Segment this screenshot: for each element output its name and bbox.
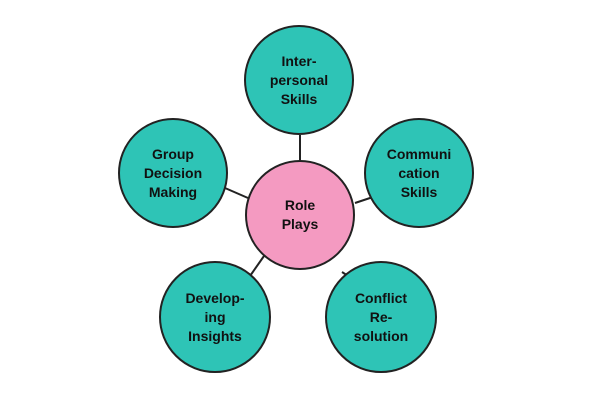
center-node-label: Role Plays [281,197,319,232]
node-label: Inter- personal Skills [269,52,329,107]
node-group-decision-making: Group Decision Making [118,118,228,228]
node-label: Develop- ing Insights [185,289,245,344]
node-communication-skills: Communi cation Skills [364,118,474,228]
center-node-role-plays: Role Plays [245,160,355,270]
node-label: Group Decision Making [143,145,203,200]
node-interpersonal-skills: Inter- personal Skills [244,25,354,135]
node-label: Communi cation Skills [386,145,452,200]
connector-bottom-left [249,255,265,277]
node-developing-insights: Develop- ing Insights [159,261,271,373]
node-conflict-resolution: Conflict Re- solution [325,261,437,373]
node-label: Conflict Re- solution [353,289,409,344]
connector-left [224,187,249,199]
